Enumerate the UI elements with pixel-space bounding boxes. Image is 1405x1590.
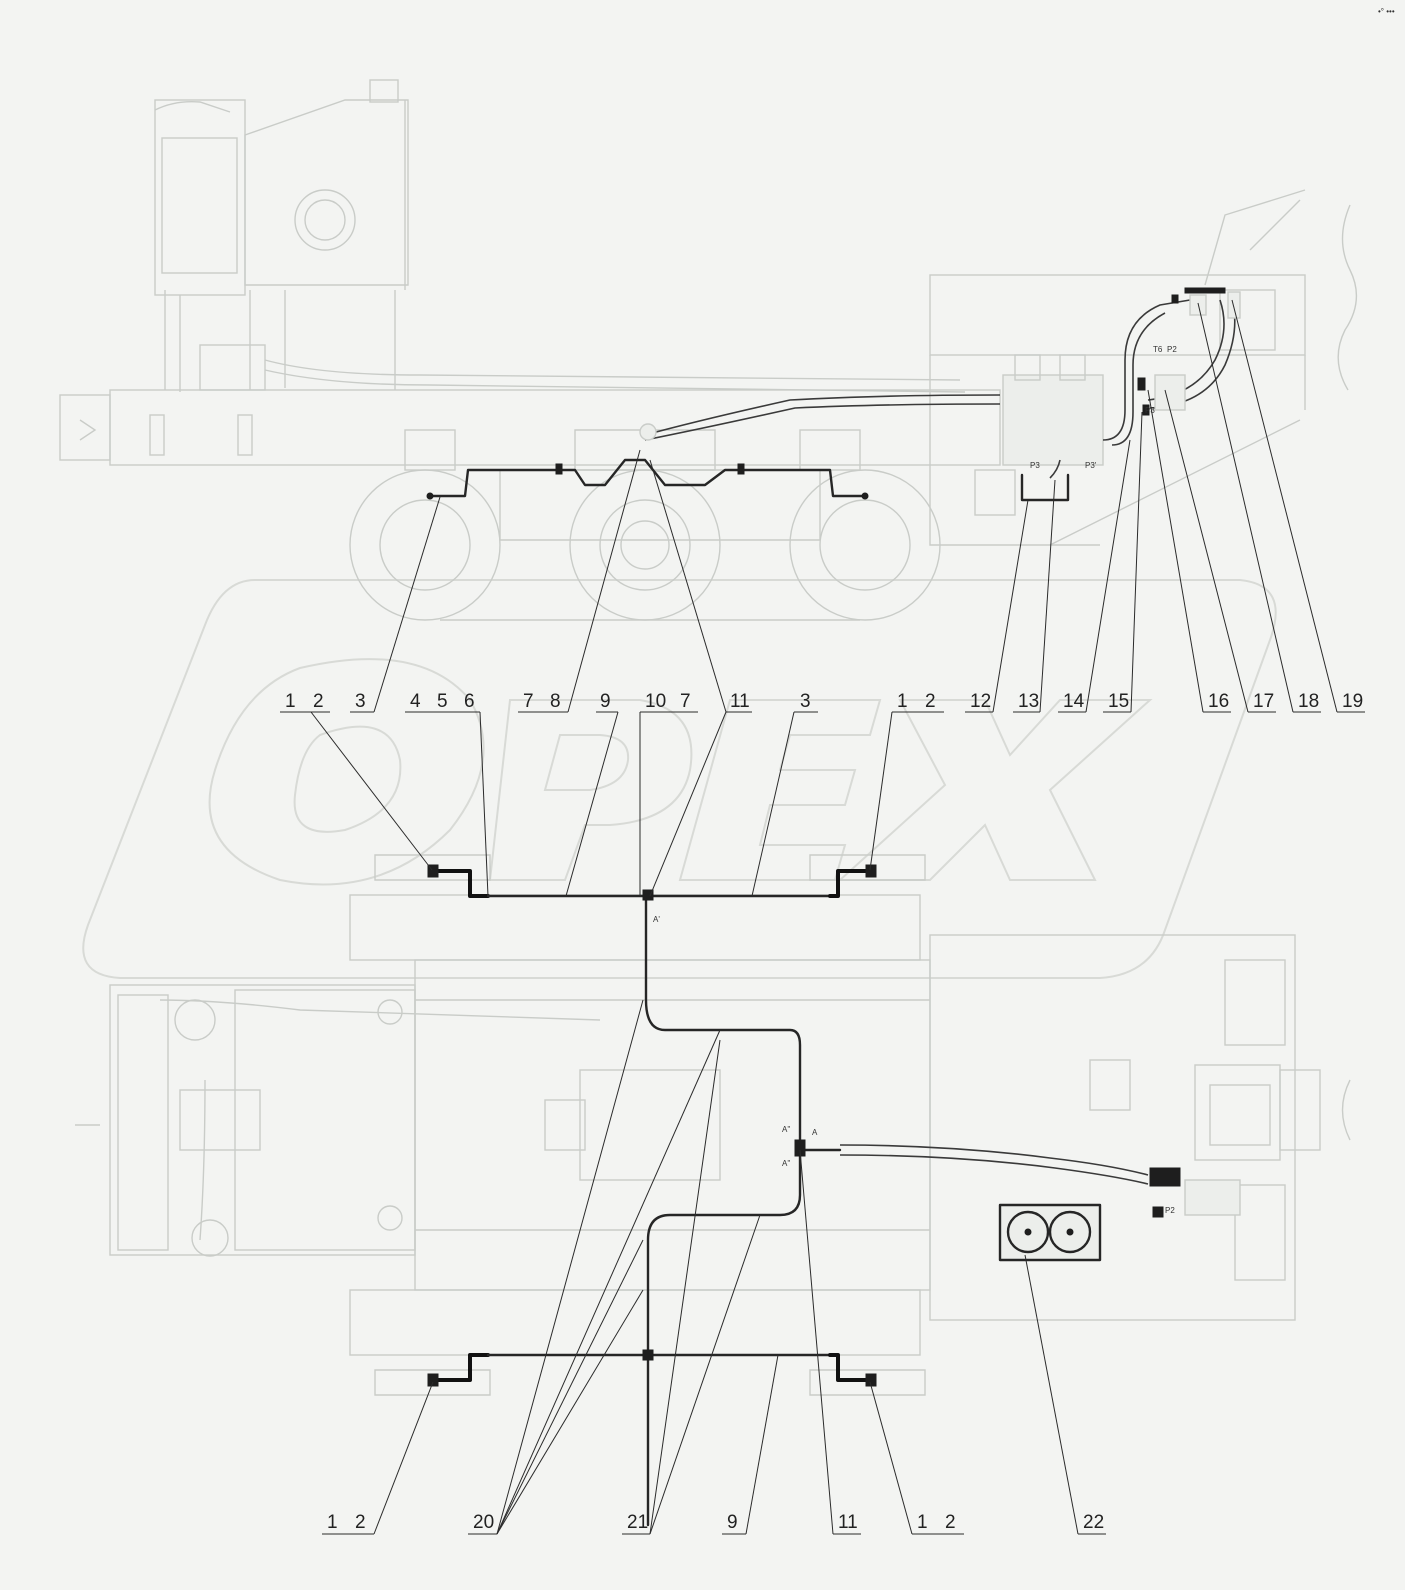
callout-top-7b: 7 (680, 691, 691, 712)
port-label-p2-bottom: P2 (1165, 1206, 1175, 1215)
port-label-p3-prime: P3' (1085, 461, 1097, 470)
callout-bottom-22: 22 (1083, 1512, 1104, 1533)
callout-top-6: 6 (464, 691, 475, 712)
port-label-p2: P2 (1167, 345, 1177, 354)
callout-top-5: 5 (437, 691, 448, 712)
port-label-a-prime: A' (653, 915, 660, 924)
port-label-a-dprime2: A'' (782, 1159, 791, 1168)
callout-top-12: 12 (970, 691, 991, 712)
callout-top-2: 2 (313, 691, 324, 712)
port-label-a-dprime: A'' (782, 1125, 791, 1134)
plan-view-pipes: A' A A'' A'' P2 (427, 864, 1241, 1527)
callout-top-2b: 2 (925, 691, 936, 712)
corner-mark: •° ••• (1378, 7, 1395, 16)
watermark-logo (82, 579, 1277, 979)
callout-bottom-1: 1 (327, 1512, 338, 1533)
callout-bottom-20: 20 (473, 1512, 494, 1533)
callouts-bottom: 1 2 20 21 9 11 1 2 22 (322, 999, 1106, 1535)
callout-top-18: 18 (1298, 691, 1319, 712)
callout-top-10: 10 (645, 691, 666, 712)
callout-top-3: 3 (355, 691, 366, 712)
callout-bottom-21: 21 (627, 1512, 648, 1533)
callout-top-1b: 1 (897, 691, 908, 712)
callout-bottom-2: 2 (355, 1512, 366, 1533)
callout-top-4: 4 (410, 691, 421, 712)
callout-top-9: 9 (600, 691, 611, 712)
callout-bottom-9: 9 (727, 1512, 738, 1533)
callout-top-8: 8 (550, 691, 561, 712)
port-label-p3-main: P3 (1145, 406, 1155, 415)
callouts-top: 1 2 3 4 5 6 7 8 9 10 7 11 3 1 2 12 (280, 299, 1365, 897)
callout-top-13: 13 (1018, 691, 1039, 712)
callout-top-16: 16 (1208, 691, 1229, 712)
port-label-p3: P3 (1030, 461, 1040, 470)
callout-top-14: 14 (1063, 691, 1085, 712)
callout-bottom-2b: 2 (945, 1512, 956, 1533)
port-label-a: A (812, 1128, 818, 1137)
callout-top-11: 11 (730, 691, 750, 712)
callout-bottom-1b: 1 (917, 1512, 928, 1533)
side-view-pipes: P3 P3' P3 T6 P2 (426, 287, 1241, 502)
callout-top-1: 1 (285, 691, 296, 712)
side-view-machine (59, 79, 1358, 621)
callout-top-17: 17 (1253, 691, 1274, 712)
port-label-t6: T6 (1153, 345, 1163, 354)
callout-top-15: 15 (1108, 691, 1129, 712)
callout-top-19: 19 (1342, 691, 1363, 712)
callout-top-3b: 3 (800, 691, 811, 712)
plan-view-machine (75, 854, 1351, 1396)
callout-bottom-11: 11 (838, 1512, 858, 1533)
callout-top-7a: 7 (523, 691, 534, 712)
